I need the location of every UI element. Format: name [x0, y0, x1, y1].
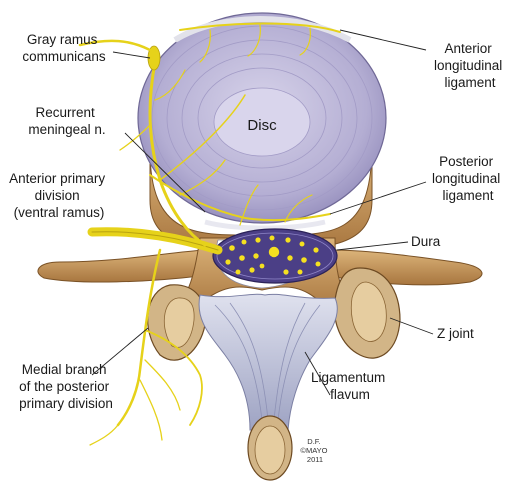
- label-medial-branch: Medial branch of the posterior primary d…: [19, 362, 113, 411]
- artist-credit: D.F. ©MAYO 2011: [300, 437, 329, 464]
- label-disc: Disc: [247, 117, 277, 134]
- rootlet-dot: [287, 255, 292, 260]
- transverse-process-left: [38, 250, 205, 282]
- rootlet-dot: [239, 255, 245, 261]
- label-z-joint: Z joint: [437, 326, 474, 341]
- label-anterior-longitudinal-ligament: Anterior longitudinal ligament: [434, 41, 506, 90]
- rootlet-dot: [300, 242, 305, 247]
- rootlet-dot: [269, 247, 279, 257]
- rootlet-dot: [270, 236, 275, 241]
- rootlet-dot: [249, 267, 254, 272]
- label-ligamentum-flavum: Ligamentum flavum: [311, 370, 389, 402]
- rootlet-dot: [313, 247, 318, 252]
- left-facet: [148, 285, 206, 360]
- label-anterior-primary-division: Anterior primary division (ventral ramus…: [9, 171, 109, 220]
- ligamentum-flavum: [199, 294, 337, 430]
- rootlet-dot: [236, 270, 241, 275]
- rootlet-dot: [283, 269, 288, 274]
- rootlet-dot: [316, 262, 321, 267]
- rootlet-dot: [298, 270, 303, 275]
- rootlet-dot: [253, 253, 258, 258]
- rootlet-dot: [255, 237, 260, 242]
- spinous-process: [248, 416, 292, 480]
- label-dura: Dura: [411, 234, 441, 249]
- label-recurrent-meningeal: Recurrent meningeal n.: [28, 105, 105, 137]
- rootlet-dot: [301, 257, 307, 263]
- rootlet-dot: [285, 237, 290, 242]
- rootlet-dot: [229, 245, 235, 251]
- rootlet-dot: [260, 264, 265, 269]
- rootlet-dot: [225, 259, 230, 264]
- rootlet-dot: [242, 240, 247, 245]
- label-posterior-longitudinal-ligament: Posterior longitudinal ligament: [432, 154, 504, 203]
- label-gray-ramus: Gray ramus communicans: [22, 32, 106, 64]
